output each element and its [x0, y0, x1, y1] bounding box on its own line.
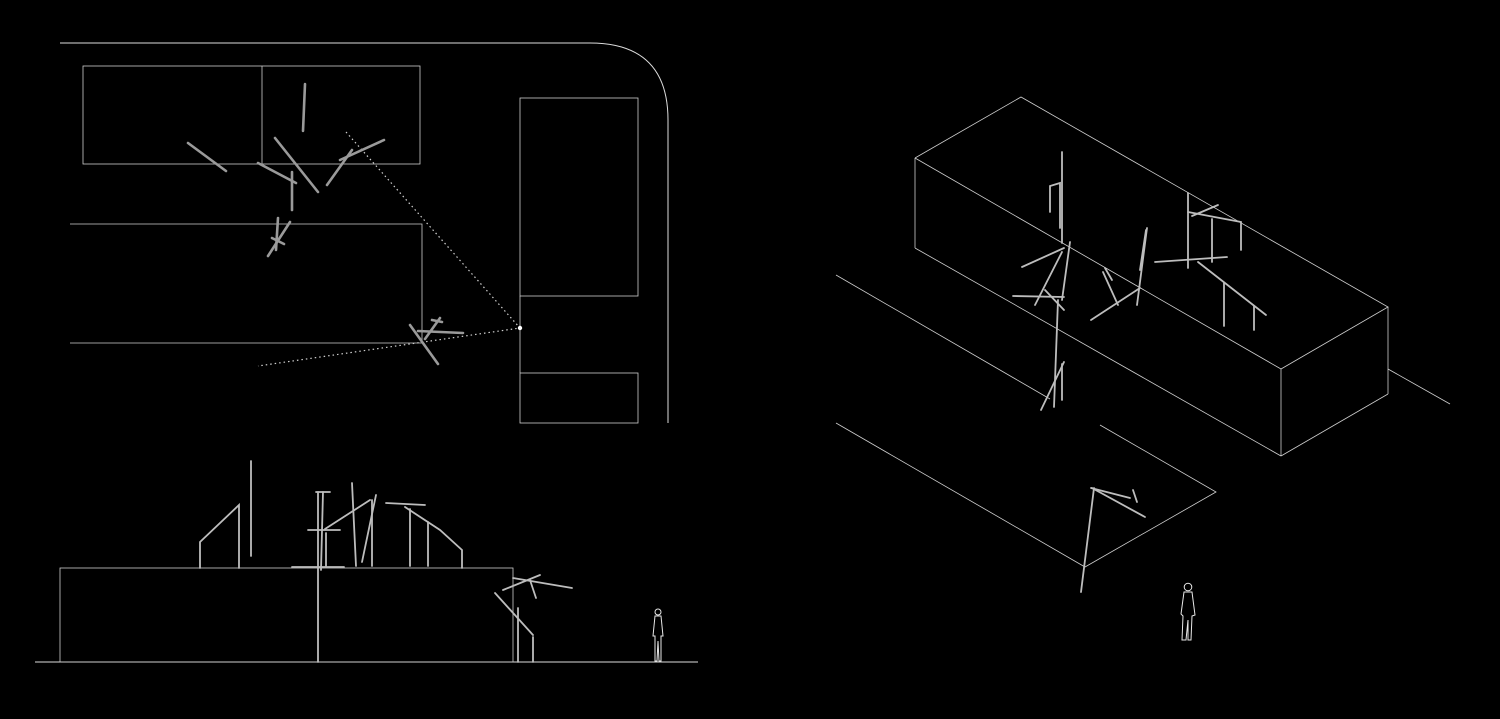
- axo-human-figure: [1180, 582, 1196, 641]
- plan-viewpoint-marker: [517, 325, 523, 331]
- elevation-human-figure: [652, 608, 664, 662]
- axo-ground-extension: [1387, 368, 1451, 405]
- axo-rod: [1191, 204, 1219, 217]
- elevation-rod: [199, 502, 240, 569]
- elevation-rod: [324, 499, 371, 530]
- axo-rod: [1104, 267, 1113, 281]
- plan-rods: [186, 82, 465, 366]
- elevation-rods: [199, 460, 573, 663]
- axo-rod: [1044, 289, 1065, 311]
- plan-view: [60, 42, 669, 424]
- plan-block-top: [82, 65, 421, 165]
- plan-rod: [270, 236, 286, 246]
- plan-rod: [273, 136, 320, 194]
- plan-rod: [266, 220, 292, 258]
- elevation-rod: [351, 482, 357, 567]
- plan-rod: [186, 141, 228, 173]
- axo-band-edge: [835, 422, 1217, 568]
- axo-rod: [1049, 181, 1061, 229]
- axo-rod: [1090, 487, 1131, 499]
- elevation-rod: [512, 577, 573, 589]
- axo-rod: [1040, 361, 1065, 411]
- axo-volume-edge: [1280, 393, 1389, 457]
- axo-rod: [1091, 487, 1146, 518]
- axo-rod: [1139, 229, 1147, 271]
- plan-rod: [301, 82, 307, 133]
- axo-rod: [1136, 227, 1148, 306]
- axo-volume: [914, 96, 1451, 457]
- elevation-rod: [502, 574, 541, 591]
- axo-rod: [1012, 295, 1065, 298]
- axo-rod: [1154, 256, 1228, 263]
- plan-block-right-upper: [519, 97, 639, 297]
- axo-rod: [1053, 299, 1059, 408]
- axo-rod: [1021, 247, 1065, 268]
- elevation-rod: [361, 494, 377, 563]
- elevation-rod: [385, 502, 426, 506]
- elevation-rod: [494, 592, 534, 636]
- axonometric-view: [835, 96, 1451, 641]
- axo-rod: [1090, 287, 1141, 321]
- plan-block-right-lower: [519, 372, 639, 424]
- axo-rod: [1061, 241, 1071, 301]
- elevation-view: [35, 460, 698, 663]
- axo-volume-top: [914, 96, 1389, 370]
- elevation-block: [59, 567, 514, 663]
- plan-rod: [408, 323, 440, 366]
- plan-band: [70, 223, 423, 344]
- elevation-rod: [320, 491, 324, 571]
- axo-band-edge: [835, 274, 1051, 400]
- axo-rods: [1012, 151, 1267, 593]
- plan-rod: [430, 318, 444, 324]
- plan-rod: [338, 138, 386, 162]
- plan-boundary-curve: [60, 42, 669, 423]
- axo-volume-edge: [914, 247, 1282, 457]
- plan-rod: [256, 161, 298, 185]
- axo-rod: [1080, 487, 1095, 593]
- elevation-rod: [404, 506, 463, 569]
- axo-rod: [1197, 261, 1267, 316]
- axo-rod: [1132, 489, 1138, 503]
- elevation-rod: [529, 579, 537, 599]
- axo-ground-band: [835, 274, 1217, 568]
- axo-rod: [1102, 271, 1119, 306]
- plan-rod: [416, 329, 465, 335]
